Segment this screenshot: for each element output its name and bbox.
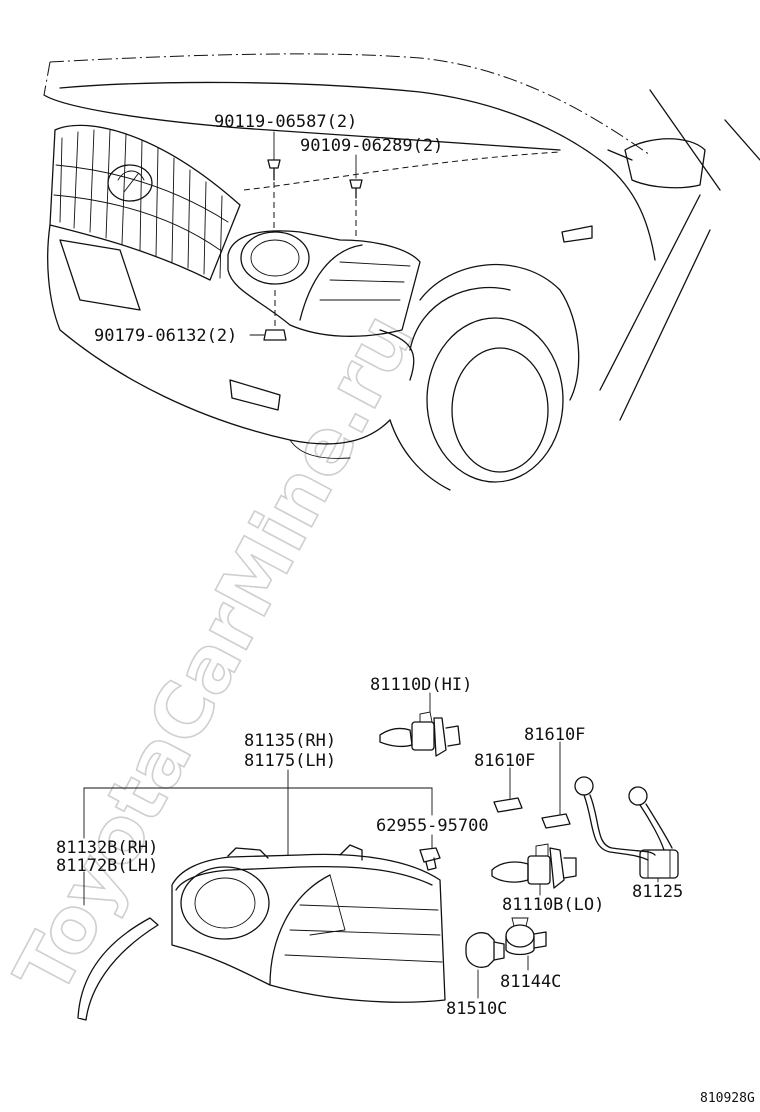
headlamp-unit-icon: [171, 844, 446, 1003]
watermark-text: ToyotaCarMine.ru: [0, 299, 431, 1008]
bulb-hi-icon: [379, 711, 461, 757]
clip-icon: [419, 847, 441, 871]
label-bulb-hi: 81110D(HI): [370, 675, 472, 695]
label-clip: 62955-95700: [376, 816, 489, 836]
label-socket: 81125: [632, 882, 683, 902]
nut-lower-icon: [263, 290, 287, 341]
label-nut-lower: 90179-06132(2): [94, 326, 237, 346]
label-turn-bulb: 81510C: [446, 999, 507, 1019]
clearance-bulb-b-icon: [541, 813, 571, 829]
label-moulding-rh: 81132B(RH): [56, 838, 158, 858]
turn-bulb-icon: [465, 932, 505, 968]
clearance-bulb-a-icon: [493, 797, 523, 813]
turn-socket-icon: [505, 917, 547, 956]
label-bulb-lo: 81110B(LO): [502, 895, 604, 915]
moulding-strip-icon: [77, 917, 159, 1021]
headlamp-exploded: [77, 692, 679, 1021]
label-unit-rh: 81135(RH): [244, 731, 336, 751]
screw-upper-icon: [349, 179, 363, 238]
label-clip-upper: 90119-06587(2): [214, 112, 357, 132]
label-clearance-bulb-a: 81610F: [474, 751, 535, 771]
diagram-code: 810928G: [700, 1091, 755, 1106]
label-clearance-bulb-b: 81610F: [524, 725, 585, 745]
bulb-lo-icon: [491, 843, 577, 889]
label-turn-socket: 81144C: [500, 972, 561, 992]
label-unit-lh: 81175(LH): [244, 751, 336, 771]
car-front-illustration: [43, 53, 760, 491]
clip-upper-icon: [267, 159, 281, 232]
label-screw-upper: 90109-06289(2): [300, 136, 443, 156]
socket-harness-icon: [574, 776, 679, 879]
label-moulding-lh: 81172B(LH): [56, 856, 158, 876]
